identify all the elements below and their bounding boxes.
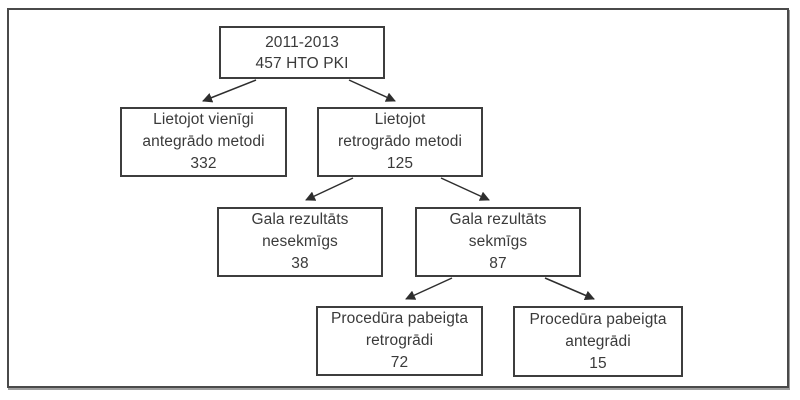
node-line: nesekmīgs — [262, 233, 338, 250]
flow-node-final-successful: Gala rezultāts sekmīgs 87 — [415, 207, 581, 277]
flow-node-final-unsuccessful: Gala rezultāts nesekmīgs 38 — [217, 207, 383, 277]
flow-node-completed-retrograde: Procedūra pabeigta retrogrādi 72 — [316, 306, 483, 376]
node-line: antegrādo metodi — [142, 133, 265, 150]
node-count: 332 — [190, 155, 217, 172]
node-line: sekmīgs — [468, 233, 528, 250]
node-line: Lietojot vienīgi — [153, 111, 254, 128]
node-line: retrogrādi — [365, 332, 434, 349]
node-count: 15 — [589, 354, 607, 372]
node-count: 38 — [291, 255, 309, 272]
node-line: Gala rezultāts — [251, 211, 349, 228]
node-count: 125 — [386, 155, 414, 172]
node-line: Procedūra pabeigta — [330, 310, 469, 327]
node-line: 457 HTO PKI — [255, 54, 349, 72]
node-count: 72 — [390, 354, 409, 371]
node-count: 87 — [489, 255, 507, 272]
flow-node-root: 2011-2013 457 HTO PKI — [219, 26, 385, 79]
node-line: Gala rezultāts — [449, 211, 547, 228]
node-line: antegrādi — [565, 332, 631, 350]
node-line: retrogrādo metodi — [337, 133, 463, 150]
flow-node-antegrade-only: Lietojot vienīgi antegrādo metodi 332 — [120, 107, 287, 177]
node-line: Lietojot — [374, 111, 426, 128]
flow-node-completed-antegrade: Procedūra pabeigta antegrādi 15 — [513, 306, 683, 377]
flow-node-retrograde: Lietojot retrogrādo metodi 125 — [317, 107, 483, 177]
node-line: Procedūra pabeigta — [529, 310, 667, 328]
node-line: 2011-2013 — [265, 33, 339, 51]
